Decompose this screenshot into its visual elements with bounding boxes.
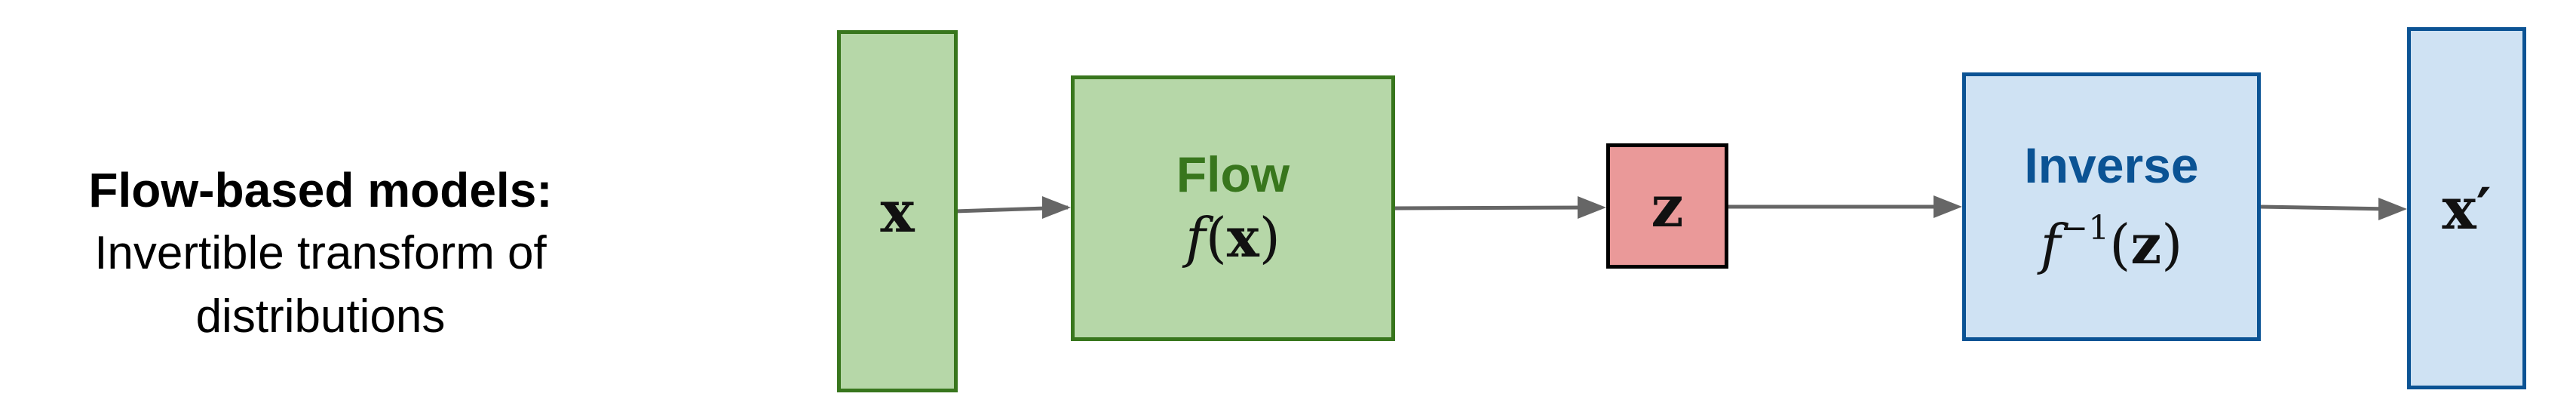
arrow-inverse-to-xprime xyxy=(2259,204,2391,211)
inverse-func-symbol: f xyxy=(2040,212,2061,276)
node-flow-formula: f(x) xyxy=(1185,205,1280,269)
flow-arg-symbol: x xyxy=(1226,205,1259,269)
inverse-arg-symbol: z xyxy=(2130,211,2162,276)
node-x-prime-symbol: x′ xyxy=(2442,175,2491,242)
node-inverse-label: Inverse xyxy=(2024,137,2199,193)
node-flow: Flow f(x) xyxy=(1071,75,1395,341)
node-x-symbol: x xyxy=(880,177,915,245)
x-prime-mark: ′ xyxy=(2476,174,2492,242)
node-x-prime: x′ xyxy=(2407,27,2526,389)
arrowhead-z-to-inverse xyxy=(1934,195,1962,218)
inverse-exponent: −1 xyxy=(2060,208,2110,247)
caption: Flow-based models: Invertible transform … xyxy=(0,158,641,349)
node-z-symbol: z xyxy=(1651,172,1684,240)
caption-line-1: Invertible transform of xyxy=(94,227,547,279)
arrowhead-inverse-to-xprime xyxy=(2378,198,2407,220)
node-x: x xyxy=(837,30,958,392)
caption-line-2: distributions xyxy=(195,290,446,343)
node-inverse-formula: f−1(z) xyxy=(2040,208,2183,276)
arrowhead-flow-to-z xyxy=(1578,196,1606,219)
node-inverse: Inverse f−1(z) xyxy=(1962,72,2261,341)
node-z: z xyxy=(1606,143,1728,269)
x-prime-base: x xyxy=(2442,174,2476,242)
arrowhead-x-to-flow xyxy=(1042,196,1071,219)
flow-func-symbol: f xyxy=(1185,206,1206,269)
node-flow-label: Flow xyxy=(1176,146,1290,202)
caption-title: Flow-based models: xyxy=(88,163,553,217)
